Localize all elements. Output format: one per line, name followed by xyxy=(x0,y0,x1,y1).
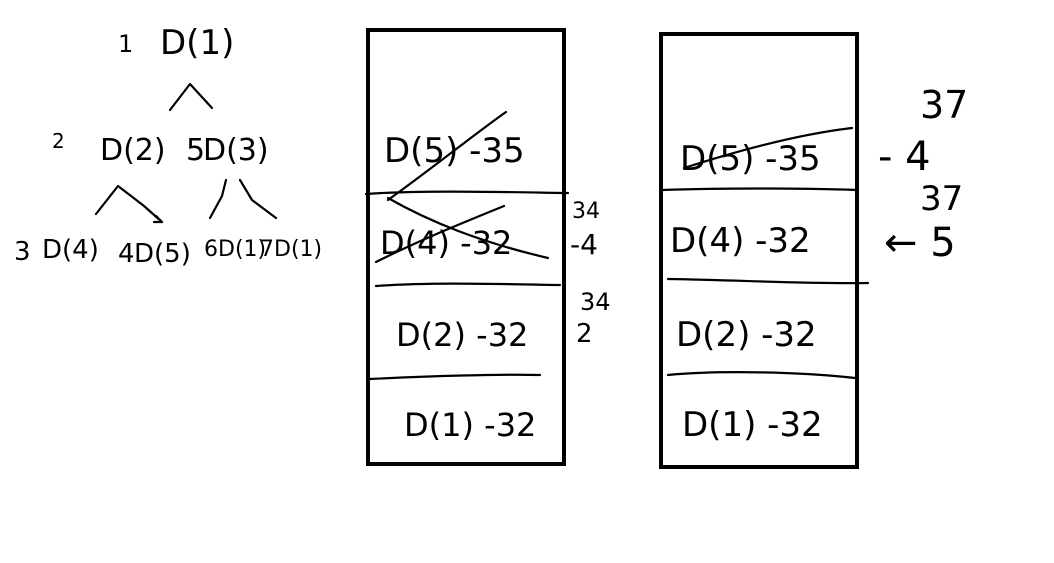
stack-right-cell-4: D(1) -32 xyxy=(682,405,823,445)
stack-left-divider-3 xyxy=(368,373,542,381)
stack-left-strike-1 xyxy=(386,110,508,202)
tree-node-6: 6D(1) xyxy=(204,237,266,262)
tree-level3-num-a: 3 xyxy=(14,237,31,267)
tree-arrowhead xyxy=(152,214,164,224)
tree-node-d1: D(1) xyxy=(160,23,234,63)
stack-right-cell-3: D(2) -32 xyxy=(676,315,817,355)
stack-left-note-2: 2 xyxy=(576,319,593,349)
stack-right-cell-2: D(4) -32 xyxy=(670,221,811,261)
stack-right: D(5) -35 D(4) -32 D(2) -32 D(1) -32 37 -… xyxy=(659,32,968,469)
tree-branch-right-a xyxy=(208,178,228,220)
stack-right-divider-2 xyxy=(666,277,870,285)
tree-level2-num: 2 xyxy=(52,129,65,153)
tree-node-7: 7D(1) xyxy=(260,237,322,262)
tree-node-d4: D(4) xyxy=(42,235,99,265)
stack-left-strike-2 xyxy=(374,204,506,264)
tree-branch-left xyxy=(94,184,164,224)
stack-left-frame xyxy=(366,28,566,466)
tree-branch-right-b xyxy=(238,178,278,220)
tree-node-d3: D(3) xyxy=(203,133,269,168)
stack-right-cell-1: D(5) -35 xyxy=(680,139,821,179)
stack-left-divider-1 xyxy=(364,190,570,196)
recursion-tree: 1 D(1) 2 D(2) 5 D(3) 3 D(4) 4 D(5) 6D(1)… xyxy=(14,23,322,269)
stack-right-frame xyxy=(659,32,859,469)
stack-right-divider-1 xyxy=(660,187,860,192)
stack-left-note-34b: 34 xyxy=(580,288,611,316)
stack-right-note-37a: 37 xyxy=(920,83,968,127)
stack-left-note-minus4: -4 xyxy=(570,228,598,261)
stack-left-note-34a: 34 xyxy=(572,199,600,224)
stack-left-cell-3: D(2) -32 xyxy=(396,316,528,354)
stack-left: D(5) -35 D(4) -32 D(2) -32 D(1) -32 34 -… xyxy=(364,28,611,466)
stack-right-divider-3 xyxy=(666,371,857,380)
stack-left-cell-4: D(1) -32 xyxy=(404,406,536,444)
stack-left-strike-1b xyxy=(386,196,550,260)
tree-level3-num-b: 4 xyxy=(118,239,135,269)
stack-right-note-arrow5: ← 5 xyxy=(884,220,956,266)
tree-level1-num: 1 xyxy=(118,30,133,58)
stack-right-note-37b: 37 xyxy=(920,179,963,219)
tree-branch-root xyxy=(168,82,214,112)
tree-node-5-num: 5 xyxy=(186,133,205,168)
tree-node-d5: D(5) xyxy=(134,239,191,269)
stack-right-strike-1 xyxy=(682,126,854,170)
tree-node-d2: D(2) xyxy=(100,133,166,168)
stack-left-divider-2 xyxy=(374,282,562,288)
stack-right-note-dash4: - 4 xyxy=(878,134,931,180)
